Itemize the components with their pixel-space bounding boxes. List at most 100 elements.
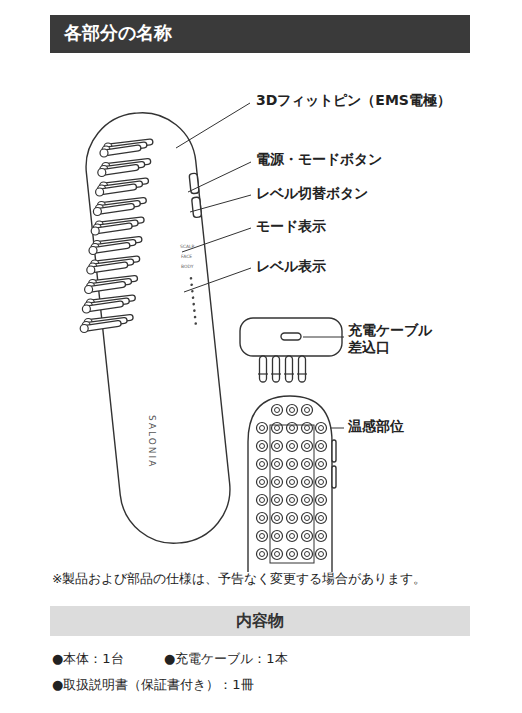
warm-dot <box>275 444 280 449</box>
part-name: モード表示 <box>256 218 326 235</box>
warm-dot <box>290 480 295 485</box>
warm-dot <box>287 441 298 452</box>
warm-dot <box>305 498 310 503</box>
section-band: 内容物 <box>50 606 470 636</box>
pin <box>102 168 136 173</box>
title-bar <box>50 15 470 53</box>
warm-dot <box>302 477 313 488</box>
pin-ring <box>271 373 281 374</box>
pin <box>84 324 118 329</box>
pin <box>91 265 125 270</box>
warm-dot <box>319 552 324 557</box>
section-title: 各部分の名称 <box>64 22 172 44</box>
warm-dot <box>302 405 313 416</box>
part-name: 3Dフィットピン（EMS電極） <box>256 92 451 109</box>
warm-dot <box>275 552 280 557</box>
warm-dot <box>319 444 324 449</box>
pin <box>89 285 123 290</box>
pin <box>93 246 127 251</box>
warm-dot <box>260 426 265 431</box>
warm-dot <box>260 498 265 503</box>
pin-tip <box>89 247 97 255</box>
warm-dot <box>319 516 324 521</box>
warm-dot <box>305 480 310 485</box>
warm-dot <box>305 462 310 467</box>
pin <box>102 168 136 173</box>
pin <box>97 207 131 212</box>
warm-dot <box>272 477 283 488</box>
pin <box>86 304 120 309</box>
mode-text: SCALP <box>180 244 194 249</box>
pin <box>260 356 267 382</box>
pin-tip <box>80 325 88 333</box>
warm-dot <box>287 549 298 560</box>
note: ※製品および部品の仕様は、予告なく変更する場合があります。 <box>52 571 426 586</box>
warm-dot <box>260 462 265 467</box>
part-name: 充電ケーブル 差込口 <box>348 322 440 356</box>
warm-dot <box>290 552 295 557</box>
level-dot <box>190 277 193 280</box>
pin-tip <box>100 149 108 157</box>
content-item: ●取扱説明書（保証書付き）：1冊 <box>52 677 254 693</box>
warm-dot <box>287 477 298 488</box>
warm-dot <box>257 495 268 506</box>
warm-dot <box>275 426 280 431</box>
warm-dot <box>287 531 298 542</box>
mode-text: FACE <box>181 254 192 259</box>
level-dot <box>194 316 197 319</box>
warm-dot <box>272 405 283 416</box>
warm-dot <box>302 423 313 434</box>
warm-dot <box>257 513 268 524</box>
warm-dot <box>257 441 268 452</box>
warm-zone <box>270 425 314 563</box>
warm-dot <box>287 405 298 416</box>
warm-dot <box>290 408 295 413</box>
warm-dot <box>290 444 295 449</box>
warm-dot <box>257 423 268 434</box>
pin-tip <box>87 266 95 274</box>
warm-dot <box>302 549 313 560</box>
warm-dot <box>272 459 283 470</box>
band-heading: 内容物 <box>50 611 470 630</box>
warm-dot <box>275 516 280 521</box>
warm-dot <box>302 441 313 452</box>
part-name: 温感部位 <box>348 418 404 435</box>
warm-dot <box>305 534 310 539</box>
pin-tip <box>93 208 101 216</box>
warm-dot <box>260 516 265 521</box>
pin-tip <box>82 305 90 313</box>
pin <box>104 148 138 153</box>
warm-dot <box>316 441 327 452</box>
pin <box>93 246 127 251</box>
warm-dot <box>287 513 298 524</box>
warm-dot <box>302 459 313 470</box>
pin-ring <box>284 373 294 374</box>
level-button <box>192 197 202 218</box>
warm-dot <box>275 498 280 503</box>
warm-dot <box>305 426 310 431</box>
warm-dot <box>287 495 298 506</box>
level-dot <box>192 296 195 299</box>
warm-dot <box>287 423 298 434</box>
warm-dot <box>305 444 310 449</box>
warm-dot <box>272 495 283 506</box>
pin <box>95 226 129 231</box>
warm-dot <box>302 531 313 542</box>
warm-dot <box>305 516 310 521</box>
warm-dot <box>275 462 280 467</box>
warm-dot <box>316 549 327 560</box>
warm-dot <box>272 531 283 542</box>
warm-dot <box>272 441 283 452</box>
part-name: 電源・モードボタン <box>256 151 382 168</box>
pin <box>286 356 293 382</box>
warm-dot <box>319 480 324 485</box>
warm-dot <box>305 408 310 413</box>
pin <box>84 324 118 329</box>
pin-tip <box>91 227 99 235</box>
level-dot <box>194 322 197 325</box>
pin-tip <box>98 169 106 177</box>
warm-dot <box>319 498 324 503</box>
warm-dot <box>275 534 280 539</box>
pin <box>104 148 138 153</box>
level-dot <box>191 290 194 293</box>
